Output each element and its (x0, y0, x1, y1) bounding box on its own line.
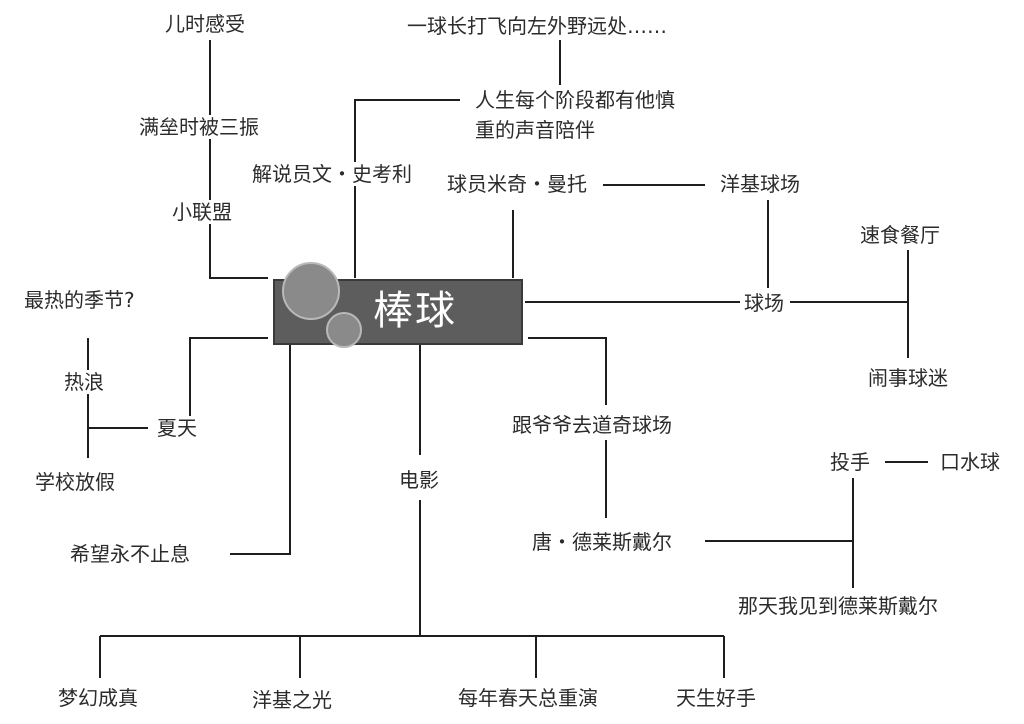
node-childhood-feeling: 儿时感受 (163, 12, 247, 36)
node-yankee-stadium: 洋基球场 (718, 172, 802, 196)
node-drysdale: 唐・德莱斯戴尔 (530, 530, 674, 554)
node-movie: 电影 (397, 468, 441, 492)
node-voice-line2: 重的声音陪伴 (473, 118, 597, 142)
line-summer (189, 337, 268, 428)
node-voice-line1: 人生每个阶段都有他慎 (473, 88, 677, 112)
node-school-break: 学校放假 (33, 470, 117, 494)
decorative-circle-large (282, 262, 340, 320)
line-hope (230, 345, 291, 555)
node-announcer: 解说员文・史考利 (250, 162, 414, 186)
node-spitball: 口水球 (938, 450, 1002, 474)
node-ballpark: 球场 (742, 291, 786, 315)
node-dodger-trip: 跟爷爷去道奇球场 (510, 413, 674, 437)
central-topic-label: 棒球 (373, 288, 457, 334)
node-field-of-dreams: 梦幻成真 (56, 686, 140, 710)
node-fast-food: 速食餐厅 (858, 223, 942, 247)
node-saw-drysdale: 那天我见到德莱斯戴尔 (736, 594, 940, 618)
node-the-natural: 天生好手 (674, 686, 758, 710)
node-rowdy-fans: 闹事球迷 (866, 366, 950, 390)
node-hottest-season: 最热的季节? (22, 288, 137, 312)
line-childhood (209, 40, 268, 279)
node-heat-wave: 热浪 (62, 370, 106, 394)
node-strikeout: 满垒时被三振 (137, 115, 261, 139)
line-dodger (528, 337, 607, 405)
node-far-ball: 一球长打飞向左外野远处…… (405, 14, 669, 38)
decorative-circle-small (326, 312, 362, 348)
node-little-league: 小联盟 (170, 200, 234, 224)
node-pride-of-yankees: 洋基之光 (250, 688, 334, 712)
node-player: 球员米奇・曼托 (445, 172, 589, 196)
node-spring-replay: 每年春天总重演 (456, 686, 600, 710)
line-announcer (354, 99, 460, 278)
node-pitcher: 投手 (828, 450, 872, 474)
node-hope: 希望永不止息 (68, 542, 192, 566)
node-summer: 夏天 (155, 416, 199, 440)
